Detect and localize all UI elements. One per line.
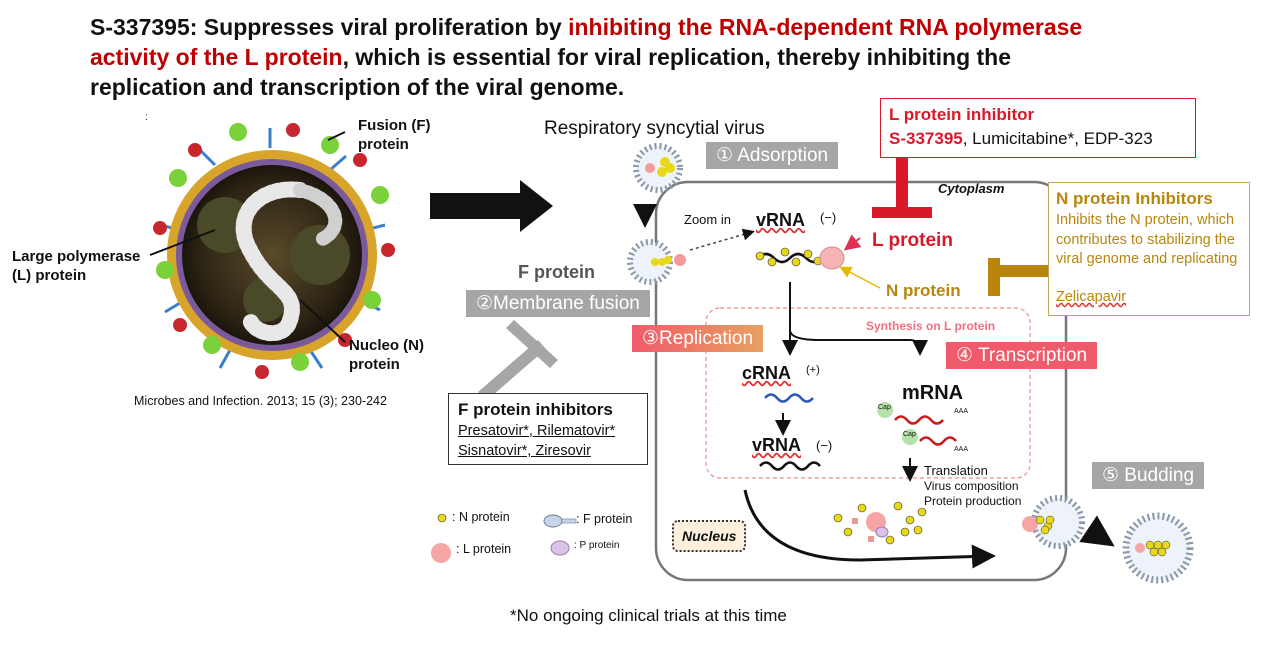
- synthesis-label: Synthesis on L protein: [866, 319, 996, 333]
- legend-p-protein: : P protein: [574, 540, 620, 551]
- n-inhibitor-title: N protein Inhibitors: [1056, 189, 1213, 208]
- step-transcription: ④ Transcription: [946, 342, 1098, 369]
- step-membrane-fusion: ②Membrane fusion: [466, 290, 650, 317]
- virion-top: [633, 143, 683, 193]
- l-inhibitor-drug-rest: , Lumicitabine*, EDP-323: [962, 129, 1153, 148]
- vrna-bottom-sign: (−): [816, 438, 833, 453]
- zoom-in-label: Zoom in: [684, 212, 731, 227]
- cap-label-1: Cap: [878, 404, 891, 411]
- label-large-polymerase: Large polymerase (L) protein: [12, 248, 141, 284]
- legend-f-protein: : F protein: [576, 512, 633, 526]
- n-inhibitor-drug: Zelicapavir: [1056, 289, 1127, 305]
- virus-composition-label: Virus composition: [924, 479, 1019, 493]
- nucleus-label: Nucleus: [672, 520, 747, 552]
- mrna-label: mRNA: [902, 382, 964, 404]
- headline-highlight: inhibiting the RNA-dependent RNA polymer…: [90, 14, 1083, 70]
- aaa-label-2: AAA: [954, 446, 969, 453]
- n-protein-label: N protein: [886, 281, 961, 300]
- cytoplasm-label: Cytoplasm: [938, 181, 1005, 196]
- vrna-top-label: vRNA: [756, 210, 806, 230]
- step-budding: ⑤ Budding: [1092, 462, 1205, 489]
- crna-sign: (+): [806, 364, 820, 376]
- n-inhibitor-desc: Inhibits the N protein, which contribute…: [1056, 212, 1238, 267]
- step-replication: ③Replication: [632, 325, 764, 352]
- cap-label-2: Cap: [903, 431, 916, 438]
- l-inhibitor-title: L protein inhibitor: [889, 105, 1035, 124]
- f-inhibitor-title: F protein inhibitors: [458, 400, 613, 419]
- l-inhibitor-drug-main: S-337395: [889, 129, 963, 148]
- headline-prefix: S-337395: Suppresses viral proliferation…: [90, 14, 569, 40]
- legend-l-protein: : L protein: [456, 542, 512, 556]
- synthesis-region: [705, 307, 1031, 479]
- l-protein-label: L protein: [872, 230, 953, 251]
- f-inhibitor-box: F protein inhibitors Presatovir*, Rilema…: [448, 393, 648, 465]
- label-nucleo-protein: Nucleo (N) protein: [349, 337, 424, 373]
- f-inhibitor-line1: Presatovir*, Rilematovir*: [458, 423, 616, 439]
- page-headline: S-337395: Suppresses viral proliferation…: [90, 12, 1090, 102]
- translation-label: Translation: [924, 463, 988, 478]
- step-adsorption: ① Adsorption: [706, 142, 839, 169]
- legend-n-protein: : N protein: [452, 510, 510, 524]
- virion-budding: [1022, 495, 1085, 549]
- footnote: *No ongoing clinical trials at this time: [510, 606, 787, 625]
- headline-suffix: , which is essential for viral replicati…: [90, 44, 1012, 100]
- rsv-virion-illustration: [149, 123, 395, 379]
- l-inhibitor-drugs: S-337395, Lumicitabine*, EDP-323: [889, 129, 1153, 149]
- f-protein-label: F protein: [518, 262, 595, 282]
- vrna-bottom-label: vRNA: [752, 435, 802, 455]
- vrna-top-sign: (−): [820, 210, 837, 225]
- rsv-title: Respiratory syncytial virus: [544, 118, 765, 139]
- protein-production-label: Protein production: [924, 494, 1022, 508]
- f-inhibitor-line2: Sisnatovir*, Ziresovir: [458, 443, 591, 459]
- cell-outline: [654, 180, 1068, 582]
- stray-mark: :: [145, 112, 148, 123]
- protein-cluster: [833, 501, 927, 545]
- n-inhibitor-box: N protein Inhibitors Inhibits the N prot…: [1048, 182, 1250, 316]
- label-fusion-protein: Fusion (F) protein: [358, 117, 431, 153]
- l-inhibitor-box: L protein inhibitor S-337395, Lumicitabi…: [880, 98, 1196, 158]
- crna-label: cRNA: [742, 363, 792, 383]
- big-arrow: [430, 180, 553, 232]
- virion-released: [1122, 512, 1194, 584]
- aaa-label-1: AAA: [954, 408, 969, 415]
- virion-fusing: [627, 239, 686, 285]
- citation: Microbes and Infection. 2013; 15 (3); 23…: [134, 394, 387, 408]
